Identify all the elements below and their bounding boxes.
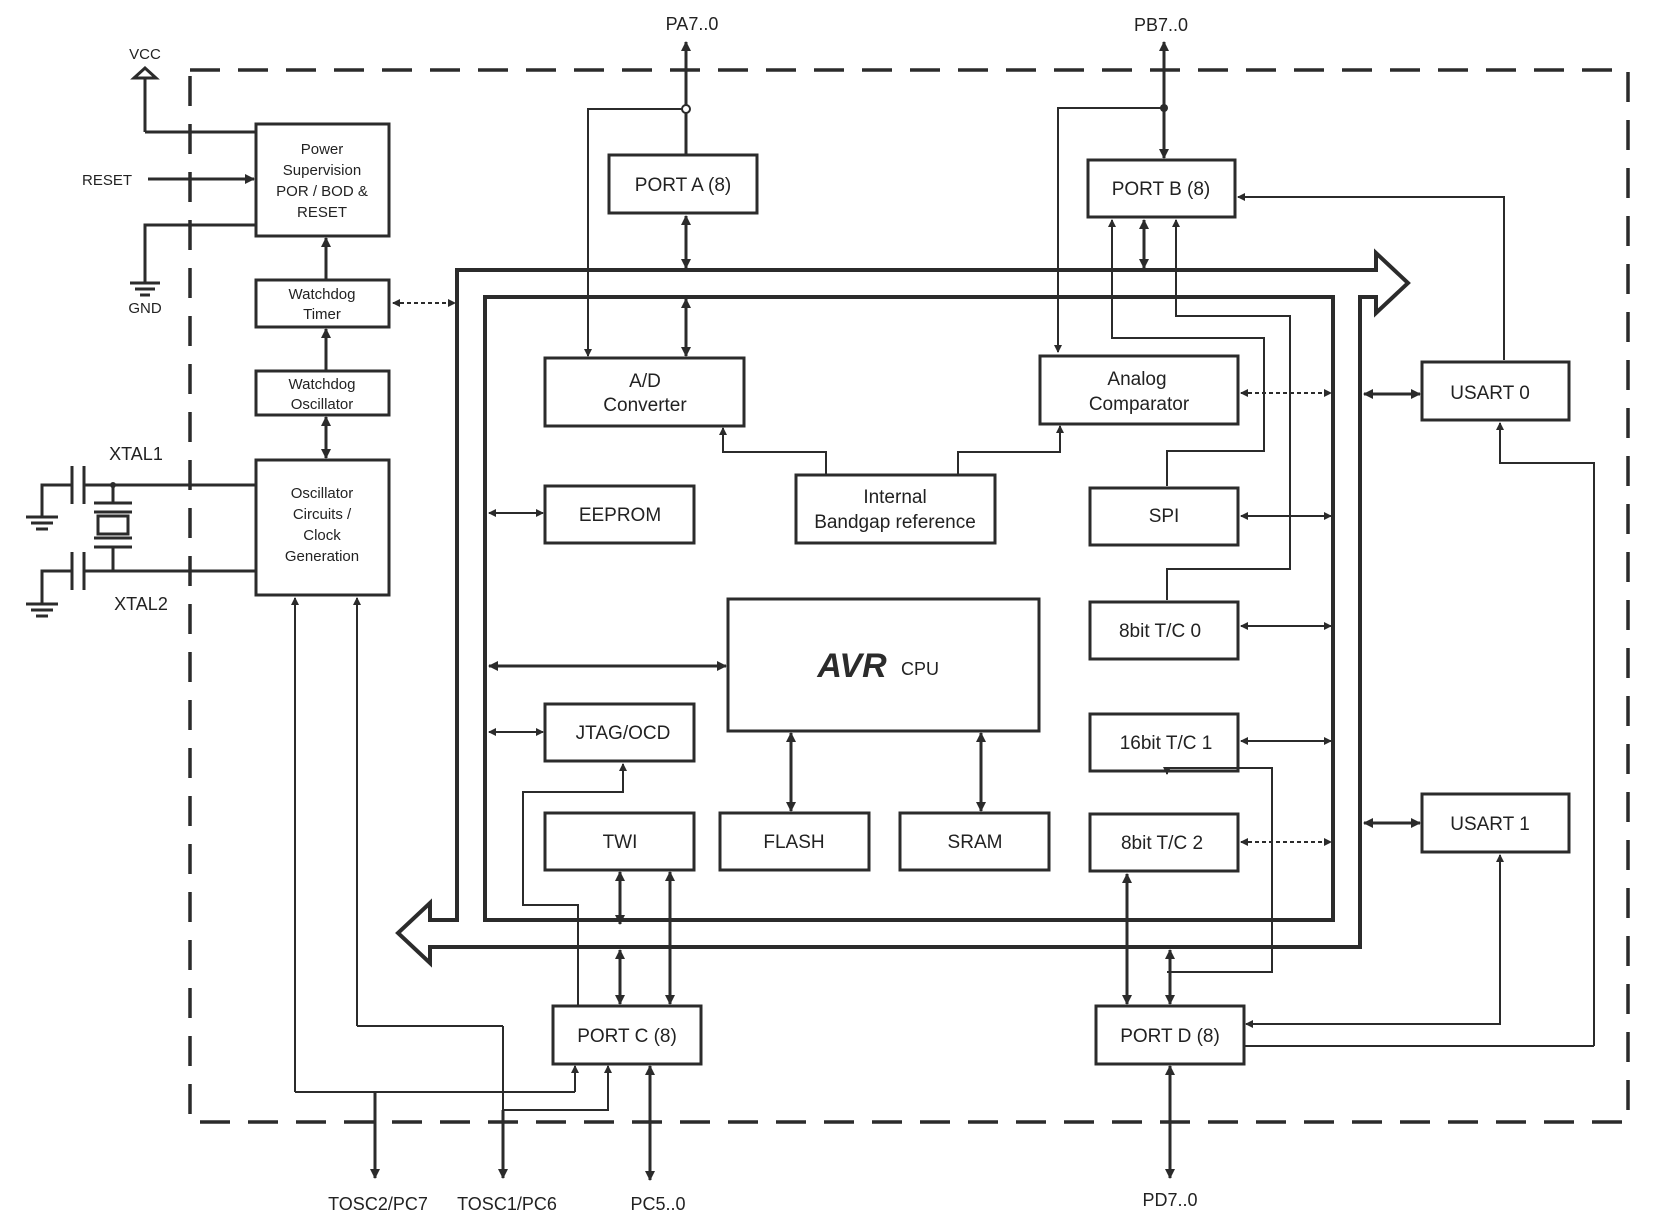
power-line-1: Power [301, 141, 344, 158]
osc-line-2: Circuits / [293, 506, 352, 523]
eeprom-block [543, 484, 696, 545]
flash-block [718, 811, 871, 872]
tc0-block [1088, 600, 1240, 661]
usart0-block [1420, 360, 1571, 422]
port-b-block [1086, 158, 1237, 219]
tc1-block [1088, 712, 1240, 773]
wdo-line-1: Watchdog [289, 376, 356, 393]
port-c-block [551, 1004, 703, 1066]
wdt-line-2: Timer [303, 306, 341, 323]
power-line-4: RESET [297, 204, 347, 221]
port-d-block [1094, 1004, 1246, 1066]
jtag-ocd-block [543, 702, 696, 763]
port-a-label: PORT A (8) [635, 175, 731, 196]
cpu-label: CPU [901, 659, 939, 679]
acomp-line-2: Comparator [1089, 394, 1190, 415]
avr-logo: AVR [816, 647, 887, 685]
tosc1-label: TOSC1/PC6 [457, 1194, 557, 1214]
pc-label: PC5..0 [630, 1194, 685, 1214]
pb-label: PB7..0 [1134, 15, 1188, 35]
jtag-label: JTAG/OCD [576, 723, 671, 744]
tc0-label: 8bit T/C 0 [1119, 621, 1201, 642]
usart0-label: USART 0 [1450, 383, 1530, 404]
gnd-symbol: GND [128, 223, 256, 317]
reset-label: RESET [82, 172, 132, 189]
watchdog-oscillator-block [254, 369, 391, 417]
tc1-label: 16bit T/C 1 [1120, 733, 1213, 754]
gnd-label: GND [128, 300, 162, 317]
power-supervision-block [254, 122, 391, 238]
pd-label: PD7..0 [1142, 1190, 1197, 1210]
tc2-block [1088, 812, 1240, 873]
sram-label: SRAM [948, 832, 1003, 853]
watchdog-timer-block [254, 278, 391, 329]
twi-block [543, 811, 696, 872]
usart1-label: USART 1 [1450, 814, 1530, 835]
port-a-block [607, 153, 759, 215]
adc-block [543, 356, 746, 428]
vcc-symbol: VCC [129, 46, 256, 134]
spi-block [1088, 486, 1240, 547]
tosc2-label: TOSC2/PC7 [328, 1194, 428, 1214]
bandgap-reference-block [794, 473, 997, 545]
eeprom-label: EEPROM [579, 505, 661, 526]
bandgap-line-2: Bandgap reference [814, 512, 976, 533]
bandgap-line-1: Internal [863, 487, 926, 508]
osc-line-4: Generation [285, 548, 359, 565]
spi-label: SPI [1149, 506, 1180, 527]
analog-comparator-block [1038, 354, 1240, 426]
flash-label: FLASH [763, 832, 824, 853]
vcc-label: VCC [129, 46, 161, 63]
xtal2-label: XTAL2 [114, 594, 168, 614]
tc2-label: 8bit T/C 2 [1121, 833, 1203, 854]
power-line-2: Supervision [283, 162, 361, 179]
xtal1-label: XTAL1 [109, 444, 163, 464]
wdo-line-2: Oscillator [291, 396, 354, 413]
port-b-label: PORT B (8) [1112, 179, 1211, 200]
sram-block [898, 811, 1051, 872]
osc-line-1: Oscillator [291, 485, 354, 502]
acomp-line-1: Analog [1107, 369, 1166, 390]
crystal-circuit: XTAL1 XTAL2 [26, 444, 256, 618]
pa-label: PA7..0 [666, 14, 719, 34]
adc-line-1: A/D [629, 371, 661, 392]
avr-cpu-block [726, 597, 1041, 733]
port-d-label: PORT D (8) [1120, 1026, 1220, 1047]
port-c-label: PORT C (8) [577, 1026, 677, 1047]
usart1-block [1420, 792, 1571, 854]
osc-line-3: Clock [303, 527, 341, 544]
power-line-3: POR / BOD & [276, 183, 368, 200]
oscillator-clock-block [254, 458, 391, 597]
twi-label: TWI [603, 832, 638, 853]
wdt-line-1: Watchdog [289, 286, 356, 303]
adc-line-2: Converter [603, 395, 687, 416]
